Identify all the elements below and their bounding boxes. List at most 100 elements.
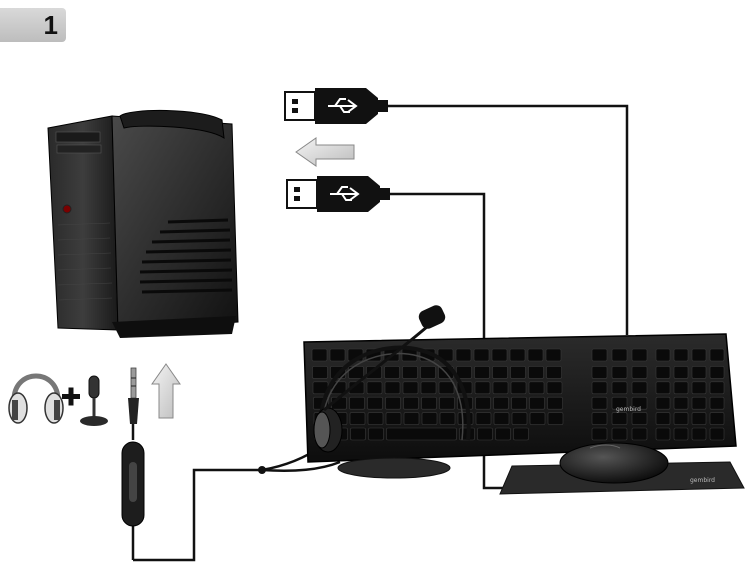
key [492, 366, 508, 379]
key [509, 348, 526, 362]
key [474, 366, 490, 379]
key [655, 348, 671, 362]
headset [313, 305, 471, 479]
key [510, 366, 526, 379]
microphone-icon [80, 375, 108, 426]
key [528, 366, 544, 379]
mouse [559, 442, 669, 484]
key [673, 348, 689, 362]
key [673, 412, 689, 425]
key [529, 396, 545, 410]
key [591, 427, 608, 441]
key [673, 396, 689, 410]
key [475, 396, 491, 410]
key [329, 348, 346, 362]
key [366, 381, 383, 395]
key [611, 381, 628, 395]
key [655, 366, 671, 379]
key [438, 381, 455, 395]
key [591, 412, 608, 425]
key [367, 396, 383, 410]
key [655, 396, 671, 410]
key [456, 366, 472, 379]
key [546, 366, 562, 379]
key [655, 412, 671, 425]
key [474, 381, 491, 395]
key [384, 381, 401, 395]
key [477, 427, 493, 441]
key [495, 427, 511, 441]
key [311, 348, 328, 362]
key [631, 348, 648, 362]
key [403, 412, 420, 425]
key [591, 366, 608, 379]
key [493, 412, 510, 425]
key [439, 412, 456, 425]
audio-jack [128, 367, 139, 424]
key [709, 381, 725, 395]
key [611, 396, 628, 410]
key [611, 427, 628, 441]
key [709, 366, 725, 379]
step-number: 1 [43, 10, 58, 40]
key [691, 427, 707, 441]
key [591, 396, 608, 410]
key [631, 366, 648, 379]
key [591, 381, 608, 395]
key [611, 348, 628, 362]
key [691, 396, 707, 410]
key [367, 412, 384, 425]
step-badge: 1 [0, 8, 66, 42]
key [691, 366, 707, 379]
key [368, 427, 384, 441]
key [529, 412, 546, 425]
key [386, 427, 457, 441]
key [631, 381, 648, 395]
key [545, 348, 562, 362]
key [349, 396, 365, 410]
key [709, 348, 725, 362]
key [655, 381, 671, 395]
key [473, 348, 490, 362]
key [403, 396, 419, 410]
key [420, 381, 437, 395]
key [511, 396, 527, 410]
key [475, 412, 492, 425]
key [491, 348, 508, 362]
key [349, 412, 366, 425]
pc-tower [47, 109, 239, 338]
key [402, 366, 418, 379]
key [547, 412, 564, 425]
arrow-left-icon [295, 137, 355, 167]
key [655, 427, 671, 441]
key [673, 427, 689, 441]
key [510, 381, 527, 395]
key [384, 366, 400, 379]
key [631, 427, 648, 441]
key [547, 396, 563, 410]
key [691, 412, 707, 425]
key [591, 348, 608, 362]
plus-icon [62, 387, 80, 406]
key [312, 366, 328, 379]
key [611, 412, 628, 425]
key [493, 396, 509, 410]
key [366, 366, 382, 379]
key [631, 412, 648, 425]
key [611, 366, 628, 379]
volume-control [121, 441, 145, 527]
key [385, 396, 401, 410]
key [709, 412, 725, 425]
key [709, 396, 725, 410]
key [631, 396, 648, 410]
keyboard-brand: gembird [616, 406, 641, 413]
key [546, 381, 563, 395]
key [420, 366, 436, 379]
key [513, 427, 529, 441]
cable-splitter [258, 466, 266, 474]
usb-plug-icon [284, 88, 390, 212]
key [492, 381, 509, 395]
key [421, 412, 438, 425]
key [691, 348, 707, 362]
